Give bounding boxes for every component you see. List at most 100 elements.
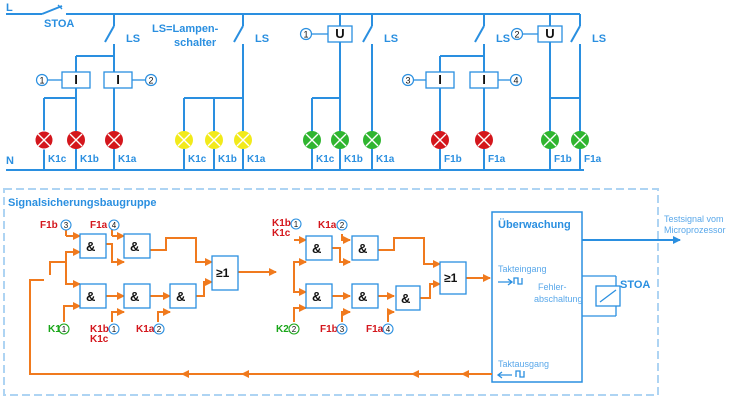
- ls-label: LS: [592, 33, 606, 45]
- lamp-switch-2: [233, 25, 244, 43]
- relay-u-label: U: [545, 26, 554, 41]
- input-circle-1: 1: [62, 325, 67, 334]
- lamp-label: F1a: [488, 154, 506, 165]
- ref-circle-1-label: 1: [39, 76, 44, 86]
- lamp-label: K1a: [247, 154, 266, 165]
- stoa-switch: [41, 5, 63, 15]
- lamp-switch-4: [474, 25, 485, 43]
- and-gate-label: &: [401, 291, 410, 306]
- and-gate-label: &: [312, 241, 321, 256]
- lamp-green: [541, 131, 559, 149]
- ref-circle-3: [401, 73, 415, 87]
- ref-circle-4-label: 4: [513, 76, 518, 86]
- lamp-red: [34, 130, 54, 150]
- lamp-label: F1b: [444, 154, 462, 165]
- test-signal-label-1: Testsignal vom: [664, 214, 724, 224]
- ref-circle-2-label: 2: [514, 30, 519, 40]
- lamp-red: [475, 131, 493, 149]
- power-circuit: L STOA N LS=Lampen- schalter LS LS LS LS: [6, 2, 606, 171]
- clock-in-label: Takteingang: [498, 264, 547, 274]
- and-gate-label: &: [176, 289, 185, 304]
- relay-i-label: I: [482, 72, 486, 87]
- signal-safety-module: Signalsicherungsbaugruppe Testsignal vom…: [3, 188, 726, 396]
- or-gate: [439, 261, 467, 295]
- relay-i-label: I: [438, 72, 442, 87]
- input-label-k1b: K1b: [272, 218, 291, 229]
- lamp-red: [67, 131, 85, 149]
- lamp-switch-3: [362, 25, 373, 43]
- clock-out-label: Taktausgang: [498, 359, 549, 369]
- and-gate: [123, 233, 151, 259]
- lamp-red: [431, 131, 449, 149]
- clock-feedback-loop: [29, 279, 492, 375]
- lamp-green: [363, 131, 381, 149]
- lamp-green: [331, 131, 349, 149]
- lamp-switch-5: [570, 25, 581, 43]
- ref-circle-2: [144, 73, 158, 87]
- ref-circle-2-label: 2: [148, 76, 153, 86]
- lamp-label: K1a: [376, 154, 395, 165]
- lamp-yellow: [175, 131, 193, 149]
- lamp-red: [105, 131, 123, 149]
- input-label-k1b: K1b: [90, 324, 109, 335]
- or-gate-label: ≥1: [444, 271, 458, 285]
- lamp-yellow: [234, 131, 252, 149]
- and-gate: [305, 235, 333, 261]
- lamp-label: K1b: [80, 154, 99, 165]
- lamp-green: [303, 131, 321, 149]
- input-label-k1c: K1c: [272, 228, 291, 239]
- clock-out-icon: [496, 370, 525, 379]
- input-label-k2: K2: [276, 324, 289, 335]
- relay-u-label: U: [335, 26, 344, 41]
- ls-label: LS: [384, 33, 398, 45]
- lamp-label: K1c: [316, 154, 335, 165]
- and-gate: [79, 233, 107, 259]
- ls-label: LS: [255, 33, 269, 45]
- lamp-label: F1a: [584, 154, 602, 165]
- lamp-label: K1b: [344, 154, 363, 165]
- lamp-label: K1c: [188, 154, 207, 165]
- input-circle-3: 3: [64, 221, 69, 230]
- module-border: [3, 188, 659, 396]
- ls-label: LS: [126, 33, 140, 45]
- lamp-switch-1: [104, 25, 115, 43]
- input-label-f1a: F1a: [90, 220, 108, 231]
- input-circle-4: 4: [386, 325, 391, 334]
- ref-circle-1: [35, 73, 49, 87]
- and-gate: [169, 283, 197, 309]
- and-gate: [351, 283, 379, 309]
- input-label-k1c: K1c: [90, 334, 109, 345]
- ref-circle-1: [299, 27, 313, 41]
- stoa-top-label: STOA: [44, 18, 74, 30]
- ref-circle-4: [509, 73, 523, 87]
- lamp-green: [571, 131, 589, 149]
- input-circle-4: 4: [112, 221, 117, 230]
- stoa-box-label: STOA: [620, 279, 650, 291]
- and-gate-label: &: [130, 239, 139, 254]
- module-title: Signalsicherungsbaugruppe: [8, 197, 157, 209]
- input-circle-2: 2: [340, 221, 345, 230]
- ls-note-line2: schalter: [174, 37, 217, 49]
- clock-in-icon: [498, 277, 523, 286]
- and-gate-label: &: [358, 241, 367, 256]
- and-gate: [305, 283, 333, 309]
- input-label-k1a: K1a: [318, 220, 337, 231]
- lamp-label: K1b: [218, 154, 237, 165]
- and-gate-label: &: [86, 289, 95, 304]
- or-gate: [211, 255, 239, 291]
- monitor-block: [491, 211, 583, 383]
- and-gate-label: &: [130, 289, 139, 304]
- input-circle-1: 1: [294, 220, 299, 229]
- monitor-title: Überwachung: [498, 218, 571, 231]
- input-label-k1: K1: [48, 324, 61, 335]
- input-circle-1: 1: [112, 325, 117, 334]
- ls-note-line1: LS=Lampen-: [152, 23, 219, 35]
- and-gate: [123, 283, 151, 309]
- relay-i-label: I: [116, 72, 120, 87]
- lamp-label: F1b: [554, 154, 572, 165]
- input-label-k1a: K1a: [136, 324, 155, 335]
- ref-circle-2: [510, 27, 524, 41]
- input-label-f1a: F1a: [366, 324, 384, 335]
- test-signal-label-2: Microprozessor: [664, 225, 726, 235]
